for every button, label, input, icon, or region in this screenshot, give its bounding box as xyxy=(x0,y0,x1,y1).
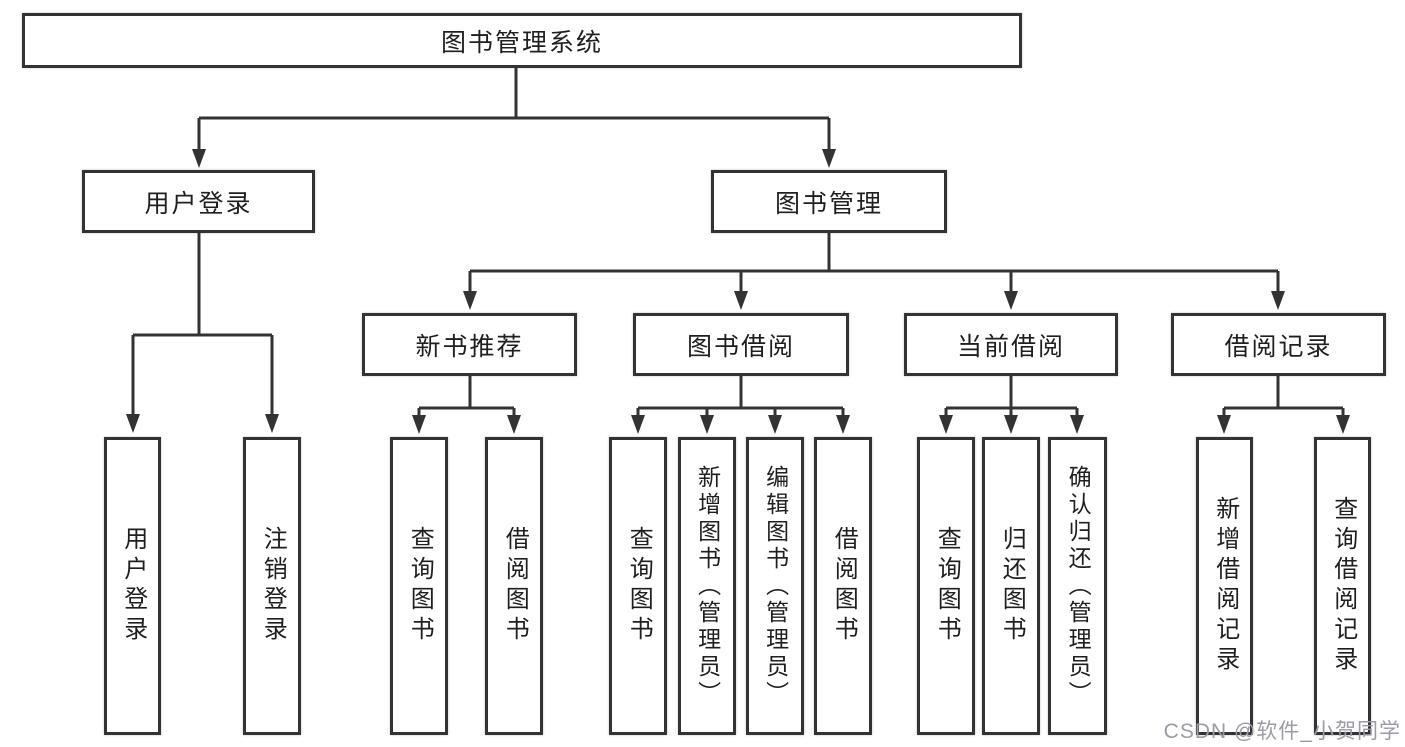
node-new-book-recommend: 新书推荐 xyxy=(362,313,577,376)
leaf-query-books: 查询图书 xyxy=(390,437,448,735)
node-book-borrow: 图书借阅 xyxy=(633,313,849,376)
arrowheads xyxy=(126,149,1350,434)
leaf-borrow-books: 借阅图书 xyxy=(485,437,543,735)
node-root-library-management-system: 图书管理系统 xyxy=(22,13,1022,68)
node-book-management: 图书管理 xyxy=(711,170,947,233)
node-current-borrow: 当前借阅 xyxy=(904,313,1118,376)
leaf-add-borrow-record: 新增借阅记录 xyxy=(1196,437,1253,735)
node-user-login: 用户登录 xyxy=(82,170,315,233)
leaf-confirm-return-admin: 确认归还（管理员） xyxy=(1048,437,1107,735)
leaf-edit-books-admin: 编辑图书（管理员） xyxy=(746,437,804,735)
csdn-watermark: CSDN @软件_小贺同学 xyxy=(1163,720,1401,743)
leaf-logout: 注销登录 xyxy=(243,437,301,735)
leaf-add-books-admin: 新增图书（管理员） xyxy=(678,437,736,735)
node-borrow-record: 借阅记录 xyxy=(1171,313,1386,376)
leaf-query-books-3: 查询图书 xyxy=(917,437,975,735)
leaf-query-books-2: 查询图书 xyxy=(609,437,667,735)
leaf-query-borrow-record: 查询借阅记录 xyxy=(1314,437,1371,735)
leaf-return-books: 归还图书 xyxy=(982,437,1040,735)
leaf-user-login: 用户登录 xyxy=(104,437,161,735)
leaf-borrow-books-2: 借阅图书 xyxy=(814,437,872,735)
